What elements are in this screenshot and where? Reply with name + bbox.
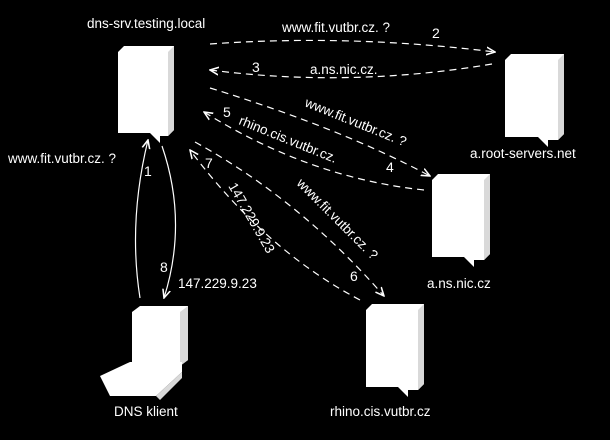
- desktop-computer-icon: [100, 306, 188, 400]
- arrow-step-2: [209, 39, 495, 52]
- message-7-step: 7: [205, 155, 213, 171]
- server-icon: [118, 46, 174, 143]
- message-7-text: 147.229.9.23: [225, 180, 277, 256]
- server-icon: [505, 54, 564, 147]
- client-node: DNS klient: [100, 306, 188, 419]
- message-1-step: 1: [144, 163, 152, 179]
- message-6-step: 6: [350, 268, 358, 284]
- message-3-text: a.ns.nic.cz.: [310, 62, 378, 77]
- root-server-node: a.root-servers.net: [470, 54, 576, 161]
- client-label: DNS klient: [114, 404, 178, 419]
- arrow-step-5: [204, 112, 425, 191]
- ns-nic-label: a.ns.nic.cz: [427, 276, 491, 291]
- arrow-step-3: [210, 63, 493, 79]
- arrow-step-6: [194, 141, 384, 296]
- message-8-step: 8: [160, 259, 168, 275]
- arrow-step-7: [190, 150, 361, 301]
- arrow-step-8: [161, 145, 177, 298]
- server-icon: [432, 174, 490, 267]
- rhino-node: rhino.cis.vutbr.cz: [330, 304, 431, 419]
- rhino-label: rhino.cis.vutbr.cz: [330, 404, 431, 419]
- message-5-step: 5: [223, 104, 231, 120]
- message-4-text: www.fit.vutbr.cz. ?: [302, 94, 409, 149]
- dns-server-node: dns-srv.testing.local: [87, 16, 205, 143]
- message-3-step: 3: [252, 59, 260, 75]
- message-8-text: 147.229.9.23: [178, 276, 257, 291]
- message-2-step: 2: [432, 25, 440, 41]
- server-icon: [366, 304, 424, 397]
- message-1-text: www.fit.vutbr.cz. ?: [7, 151, 116, 166]
- ns-nic-node: a.ns.nic.cz: [427, 174, 491, 291]
- dns-server-label: dns-srv.testing.local: [87, 16, 205, 31]
- arrow-step-1: [134, 140, 149, 299]
- root-server-label: a.root-servers.net: [470, 146, 576, 161]
- message-2-text: www.fit.vutbr.cz. ?: [281, 20, 390, 35]
- message-4-step: 4: [386, 159, 394, 175]
